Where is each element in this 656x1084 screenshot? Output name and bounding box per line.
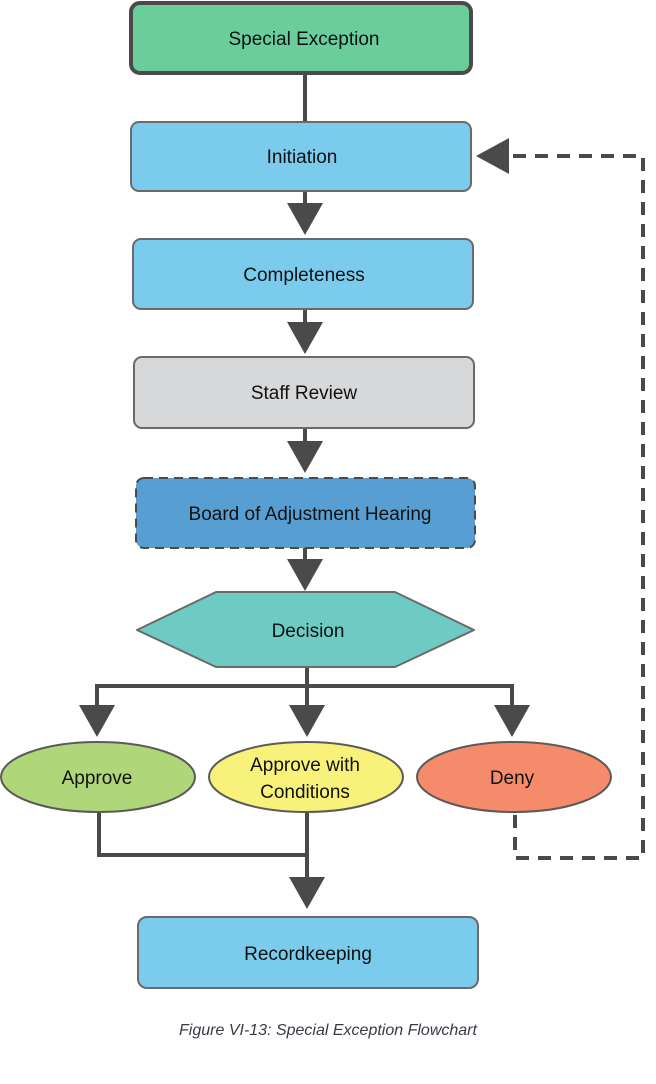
- node-approve: Approve: [0, 741, 196, 813]
- figure-caption: Figure VI-13: Special Exception Flowchar…: [179, 1022, 477, 1039]
- node-label: Completeness: [243, 265, 364, 286]
- arrowhead-left-icon: [476, 138, 509, 174]
- node-deny: Deny: [416, 741, 612, 813]
- node-label: Approve: [62, 768, 133, 789]
- arrowhead-down-icon: [287, 441, 323, 473]
- node-label: Recordkeeping: [244, 944, 372, 965]
- node-decision: Decision: [136, 591, 475, 668]
- node-label: Special Exception: [228, 29, 379, 50]
- edge-approve-recordkeeping: [97, 813, 307, 857]
- node-label-line1: Approve with: [250, 755, 360, 776]
- node-board-hearing: Board of Adjustment Hearing: [135, 477, 476, 549]
- node-label: Decision: [272, 621, 345, 642]
- node-label: Staff Review: [251, 383, 358, 404]
- node-recordkeeping: Recordkeeping: [137, 916, 479, 989]
- edge-deny-initiation-loop: [512, 154, 645, 860]
- node-initiation: Initiation: [130, 121, 472, 192]
- arrowhead-down-icon: [287, 322, 323, 354]
- arrowhead-down-icon: [79, 705, 115, 737]
- arrowhead-down-icon: [287, 559, 323, 591]
- node-label: Board of Adjustment Hearing: [189, 504, 432, 525]
- arrowhead-down-icon: [287, 203, 323, 235]
- arrowhead-down-icon: [289, 705, 325, 737]
- edge-decision-branch-bar: [95, 684, 514, 708]
- arrowhead-down-icon: [289, 877, 325, 909]
- node-label-line2: Conditions: [260, 782, 350, 803]
- node-special-exception: Special Exception: [129, 1, 473, 75]
- node-approve-with-conditions: Approve with Conditions: [208, 741, 404, 813]
- node-label: Initiation: [267, 147, 338, 168]
- arrowhead-down-icon: [494, 705, 530, 737]
- node-completeness: Completeness: [132, 238, 474, 310]
- connectors: [79, 73, 645, 909]
- node-label: Deny: [490, 768, 535, 789]
- node-staff-review: Staff Review: [133, 356, 475, 429]
